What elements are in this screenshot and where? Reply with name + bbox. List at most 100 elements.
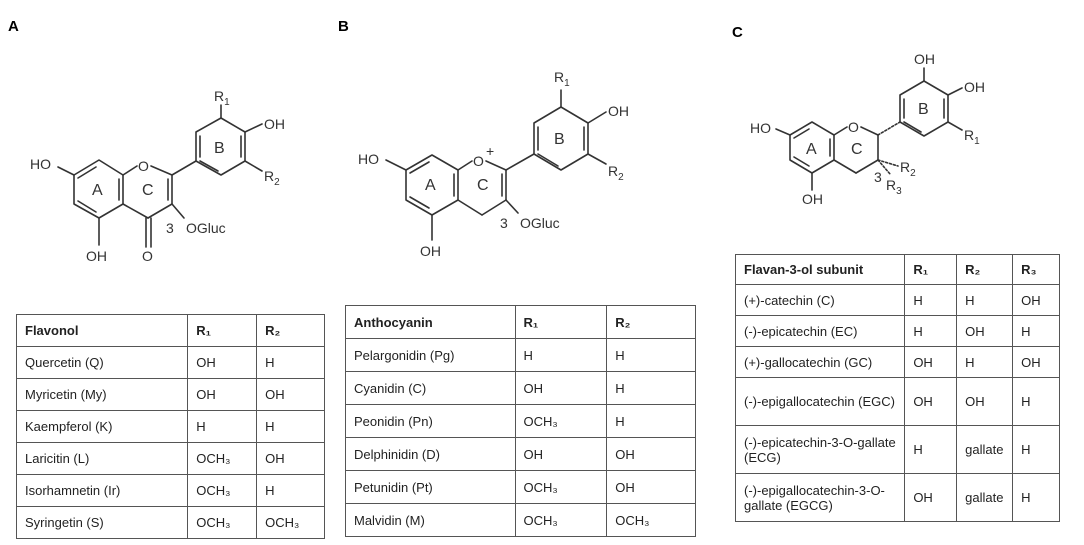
table-cell: H (904, 284, 958, 316)
bonds (775, 67, 963, 191)
ring-c-label: C (851, 141, 863, 158)
table-cell: (-)-epigallocatechin (EGC) (734, 377, 906, 426)
table-cell: Kaempferol (K) (15, 410, 189, 443)
panel-label-b: B (338, 18, 349, 35)
table-cell: Syringetin (S) (15, 506, 189, 539)
table-cell: OH (904, 473, 958, 522)
header-cell: R₂ (956, 254, 1014, 285)
table-cell: OH (256, 378, 325, 411)
table-cell: H (606, 338, 696, 372)
table-cell: H (256, 474, 325, 507)
ring-c-label: C (477, 177, 489, 194)
table-cell: OCH₃ (256, 506, 325, 539)
table-cell: OH (1012, 346, 1060, 378)
carbonyl-o-label: O (142, 248, 153, 264)
anthocyanin-structure: R1 OH R2 HO OH O + A C B 3 OGluc (358, 69, 629, 259)
flavan-3-ol-structure: OH OH R1 R2 R3 HO OH O A C B 3 (750, 51, 985, 207)
table-header-row: Flavan-3-ol subunit R₁ R₂ R₃ (734, 254, 1060, 285)
panel-label-c: C (732, 24, 743, 41)
header-cell: Anthocyanin (345, 305, 516, 339)
table-cell: OH (514, 371, 608, 405)
table-cell: Petunidin (Pt) (345, 470, 516, 504)
ring-o-label: O (138, 158, 149, 174)
bonds (57, 104, 263, 248)
table-cell: OH (514, 437, 608, 471)
table-cell: Cyanidin (C) (345, 371, 516, 405)
table-cell: H (1012, 473, 1060, 522)
ho-label: HO (358, 151, 379, 167)
table-cell: OCH₃ (514, 404, 608, 438)
table-cell: OH (1012, 284, 1060, 316)
table-cell: Isorhamnetin (Ir) (15, 474, 189, 507)
table-cell: Delphinidin (D) (345, 437, 516, 471)
table-cell: OH (606, 437, 696, 471)
table-cell: OCH₃ (606, 503, 696, 537)
ho-label: HO (30, 156, 51, 172)
table-cell: H (606, 404, 696, 438)
panel-label-a: A (8, 18, 19, 35)
table-cell: OH (187, 346, 258, 379)
table-cell: gallate (956, 473, 1014, 522)
table-cell: OCH₃ (514, 470, 608, 504)
r2-label: R2 (264, 168, 280, 188)
table-cell: H (606, 371, 696, 405)
oh-top-label: OH (914, 51, 935, 67)
table-cell: H (514, 338, 608, 372)
table-cell: Peonidin (Pn) (345, 404, 516, 438)
r1-label: R1 (554, 69, 570, 89)
table-cell: Laricitin (L) (15, 442, 189, 475)
ring-a-label: A (425, 177, 436, 194)
r2-label: R2 (608, 163, 624, 183)
table-header-row: Anthocyanin R₁ R₂ (345, 305, 696, 339)
r3-label: R3 (886, 177, 902, 197)
table-cell: Myricetin (My) (15, 378, 189, 411)
table-cell: (-)-epicatechin-3-O-gallate (ECG) (734, 425, 906, 474)
ring-b-label: B (214, 140, 225, 157)
charge-label: + (486, 143, 494, 159)
table-cell: H (187, 410, 258, 443)
table-cell: OH (606, 470, 696, 504)
table-cell: H (1012, 377, 1060, 426)
header-cell: R₂ (256, 314, 325, 347)
table-cell: H (904, 425, 958, 474)
oh-bottom-label: OH (802, 191, 823, 207)
ring-a-label: A (806, 141, 817, 158)
header-cell: R₁ (514, 305, 608, 339)
oh-label: OH (264, 116, 285, 132)
oh-label: OH (608, 103, 629, 119)
table-cell: OH (904, 377, 958, 426)
table-cell: H (256, 346, 325, 379)
flavan-3-ol-table: Flavan-3-ol subunit R₁ R₂ R₃ (+)-catechi… (734, 254, 1060, 522)
table-cell: OH (256, 442, 325, 475)
oh-bottom-label: OH (420, 243, 441, 259)
header-cell: R₃ (1012, 254, 1060, 285)
header-cell: Flavan-3-ol subunit (734, 254, 906, 285)
table-cell: OH (956, 377, 1014, 426)
ogluc-label: OGluc (186, 220, 226, 236)
table-row: (-)-epigallocatechin-3-O-gallate (EGCG)O… (734, 473, 1060, 522)
table-cell: (+)-catechin (C) (734, 284, 906, 316)
header-cell: Flavonol (15, 314, 189, 347)
r1-label: R1 (964, 127, 980, 147)
header-cell: R₁ (904, 254, 958, 285)
table-cell: OCH₃ (187, 442, 258, 475)
oh-bottom-label: OH (86, 248, 107, 264)
header-cell: R₁ (187, 314, 258, 347)
table-cell: H (1012, 425, 1060, 474)
table-cell: OH (904, 346, 958, 378)
position-3-label: 3 (500, 215, 508, 231)
table-cell: Quercetin (Q) (15, 346, 189, 379)
table-cell: H (904, 315, 958, 347)
position-3-label: 3 (874, 169, 882, 185)
table-cell: OH (956, 315, 1014, 347)
oh-right-label: OH (964, 79, 985, 95)
